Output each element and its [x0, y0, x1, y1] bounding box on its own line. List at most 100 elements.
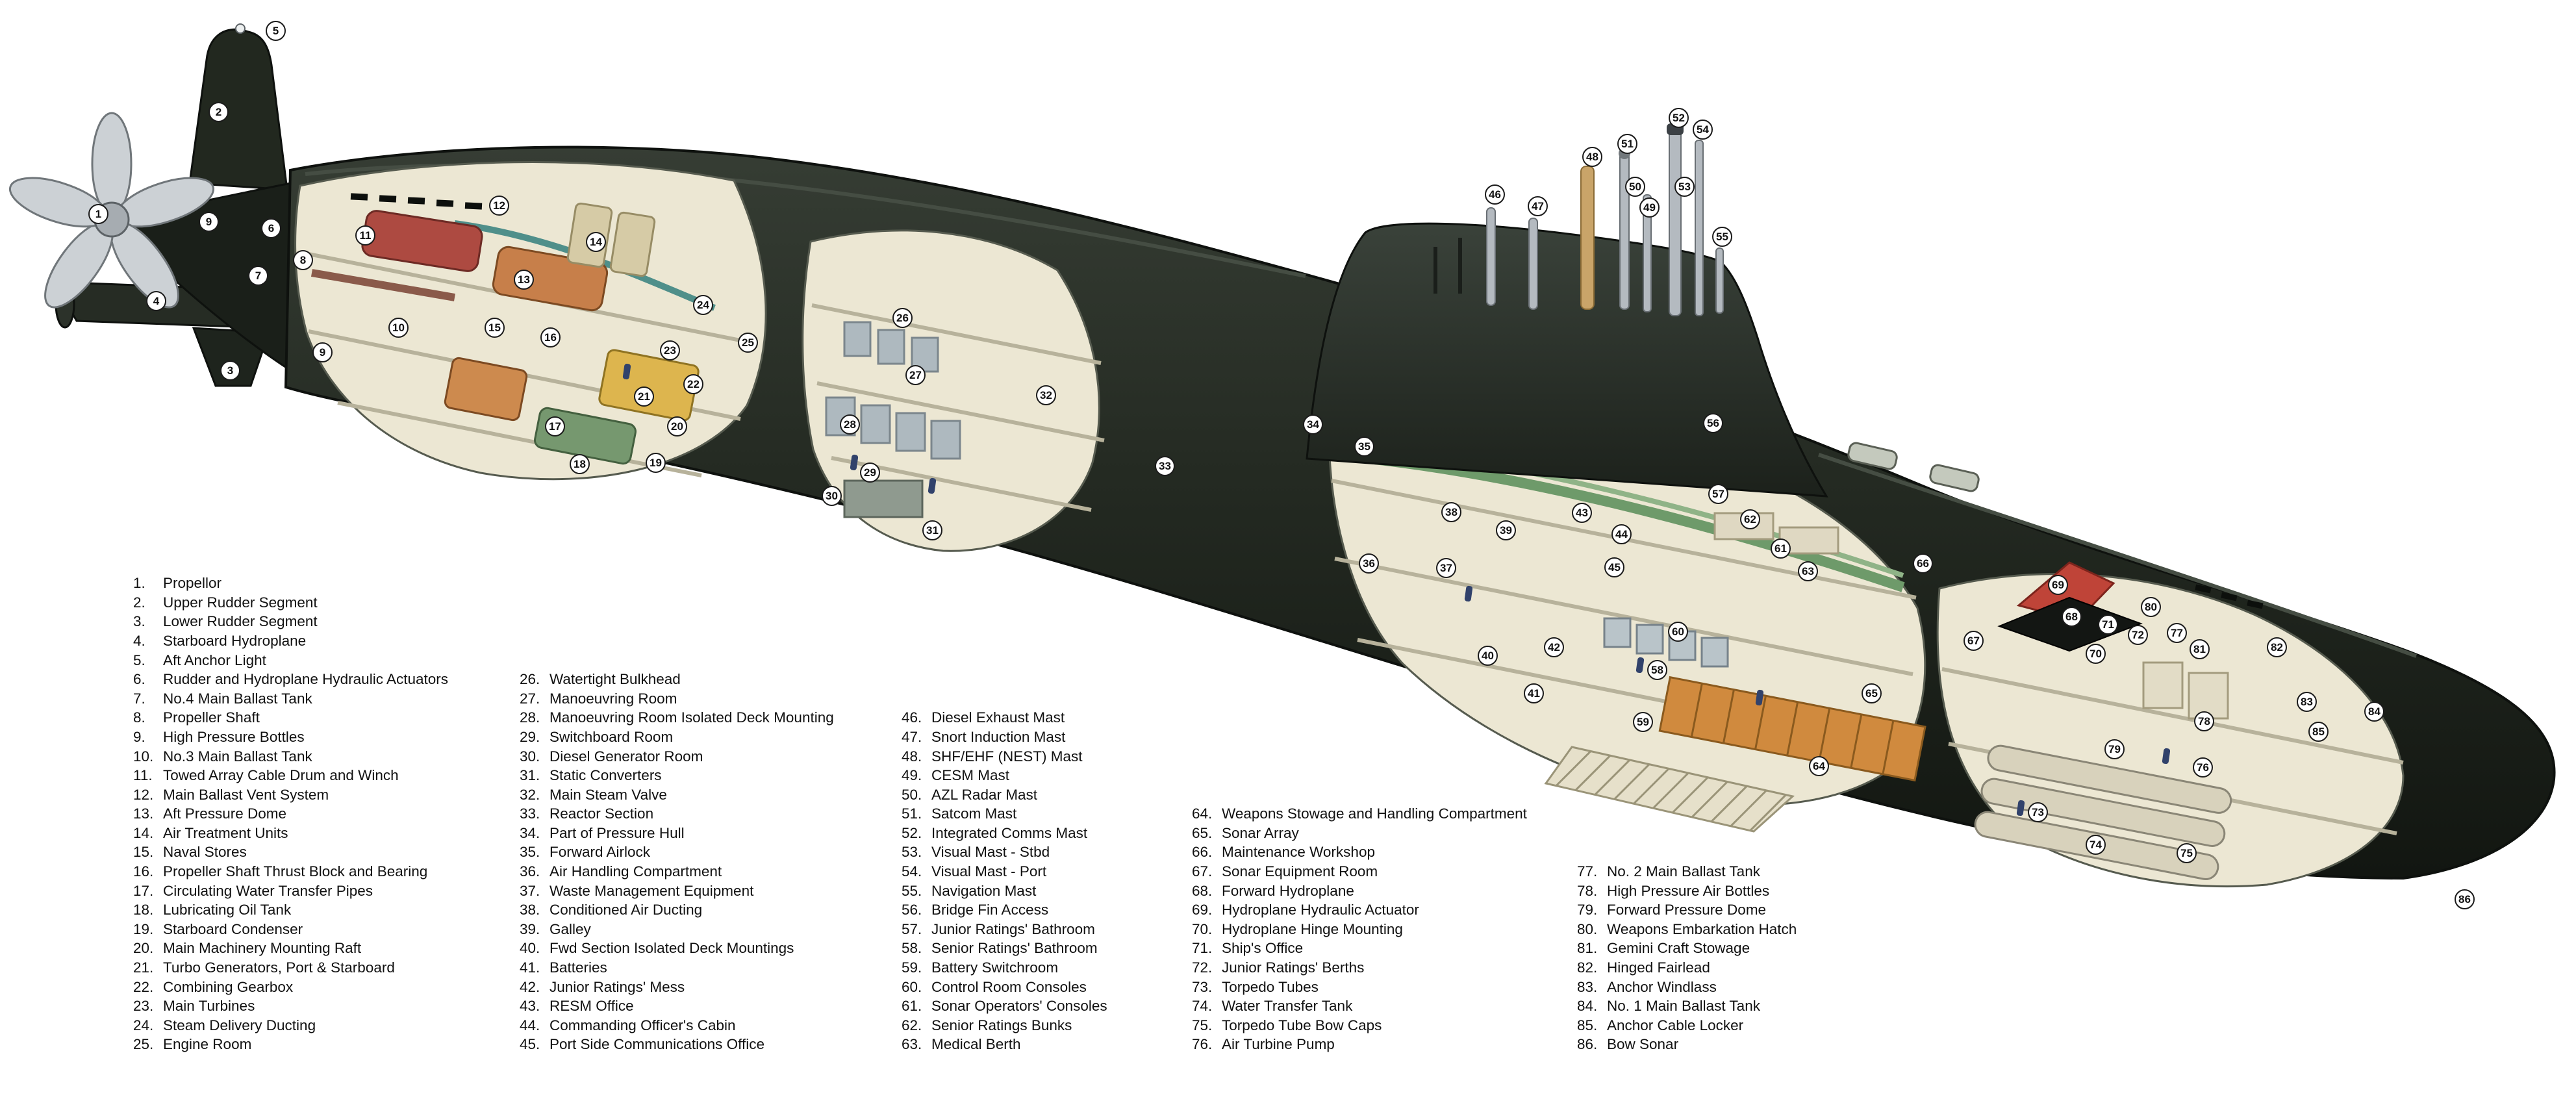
- legend-item-label: Turbo Generators, Port & Starboard: [163, 959, 395, 976]
- deck-hatches: [1847, 442, 1980, 492]
- legend-item: 31.Static Converters: [520, 766, 834, 785]
- legend-item-number: 33.: [520, 805, 540, 822]
- legend-item-label: Sonar Equipment Room: [1222, 863, 1378, 880]
- legend-item-number: 7.: [133, 690, 145, 707]
- legend-item: 72.Junior Ratings' Berths: [1192, 958, 1527, 978]
- legend-item-number: 53.: [902, 844, 922, 861]
- legend-item: 32.Main Steam Valve: [520, 785, 834, 805]
- legend-item-number: 28.: [520, 709, 540, 726]
- legend-item-number: 45.: [520, 1036, 540, 1053]
- legend-item-number: 55.: [902, 882, 922, 899]
- legend-item-number: 12.: [133, 786, 154, 803]
- azl-radar-mast: [1643, 194, 1652, 312]
- legend-item: 56.Bridge Fin Access: [902, 900, 1107, 920]
- legend-item-label: Main Steam Valve: [549, 786, 667, 803]
- crew-figures: [622, 363, 2171, 816]
- legend-item: 52.Integrated Comms Mast: [902, 824, 1107, 843]
- legend-item: 70.Hydroplane Hinge Mounting: [1192, 920, 1527, 939]
- satcom-mast: [1619, 153, 1630, 310]
- legend-item-label: Navigation Mast: [931, 882, 1037, 899]
- legend-item-label: Satcom Mast: [931, 805, 1017, 822]
- legend-item-label: Visual Mast - Stbd: [931, 844, 1050, 861]
- legend-item-number: 14.: [133, 824, 154, 841]
- legend-item-number: 67.: [1192, 863, 1213, 880]
- legend-item-number: 63.: [902, 1036, 922, 1053]
- legend-item: 69.Hydroplane Hydraulic Actuator: [1192, 900, 1527, 920]
- legend-item: 75.Torpedo Tube Bow Caps: [1192, 1016, 1527, 1035]
- diesel-exhaust-mast: [1486, 207, 1496, 306]
- legend-item-label: Junior Ratings' Berths: [1222, 959, 1365, 976]
- legend-item-number: 82.: [1577, 959, 1598, 976]
- legend-item-number: 9.: [133, 728, 145, 745]
- legend-item: 4.Starboard Hydroplane: [133, 631, 448, 651]
- legend-item-number: 34.: [520, 824, 540, 841]
- legend-item-label: Ship's Office: [1222, 940, 1304, 957]
- navigation-mast: [1715, 247, 1724, 314]
- legend-item-number: 4.: [133, 632, 145, 649]
- legend-item-number: 68.: [1192, 882, 1213, 899]
- legend-item: 67. Sonar Equipment Room: [1192, 862, 1527, 881]
- legend-item-label: SHF/EHF (NEST) Mast: [931, 748, 1083, 765]
- legend-item-number: 17.: [133, 882, 154, 899]
- legend-item-label: Senior Ratings' Bathroom: [931, 940, 1098, 957]
- legend-item-label: AZL Radar Mast: [931, 786, 1037, 803]
- legend-item-number: 44.: [520, 1017, 540, 1033]
- legend-item-label: Forward Airlock: [549, 844, 651, 861]
- legend-item: 81.Gemini Craft Stowage: [1577, 939, 1797, 958]
- legend-item-number: 50.: [902, 786, 922, 803]
- legend-item-label: Lubricating Oil Tank: [163, 902, 292, 918]
- legend-item-label: Watertight Bulkhead: [549, 671, 681, 688]
- legend-item-number: 83.: [1577, 978, 1598, 995]
- legend-item: 19.Starboard Condenser: [133, 920, 448, 939]
- legend-item-label: Aft Pressure Dome: [163, 805, 287, 822]
- legend-item-number: 47.: [902, 728, 922, 745]
- legend-item-number: 52.: [902, 824, 922, 841]
- legend-item: 39.Galley: [520, 920, 834, 939]
- legend-item-label: Forward Hydroplane: [1222, 882, 1354, 899]
- legend-item-number: 22.: [133, 978, 154, 995]
- legend-item: 84.No. 1 Main Ballast Tank: [1577, 996, 1797, 1016]
- legend-item-number: 49.: [902, 767, 922, 784]
- legend-item-number: 57.: [902, 920, 922, 937]
- legend-item-number: 10.: [133, 748, 154, 765]
- snort-induction-mast: [1528, 218, 1538, 310]
- legend-item-number: 40.: [520, 940, 540, 957]
- legend-item-number: 1.: [133, 575, 145, 592]
- legend-item-number: 8.: [133, 709, 145, 726]
- legend-item: 79.Forward Pressure Dome: [1577, 900, 1797, 920]
- legend-item-label: Gemini Craft Stowage: [1607, 940, 1750, 957]
- legend-item-number: 27.: [520, 690, 540, 707]
- legend-item-number: 37.: [520, 882, 540, 899]
- legend-item-label: Weapons Stowage and Handling Compartment: [1222, 805, 1527, 822]
- legend-item-label: Propellor: [163, 575, 222, 592]
- legend-item: 14.Air Treatment Units: [133, 824, 448, 843]
- legend-item-label: Main Ballast Vent System: [163, 786, 329, 803]
- legend-item: 10.No.3 Main Ballast Tank: [133, 747, 448, 766]
- legend-item: 50. AZL Radar Mast: [902, 785, 1107, 805]
- legend-item: 42.Junior Ratings' Mess: [520, 978, 834, 997]
- legend-item: 48.SHF/EHF (NEST) Mast: [902, 747, 1107, 766]
- legend-item: 28.Manoeuvring Room Isolated Deck Mounti…: [520, 708, 834, 728]
- legend-item-label: Propeller Shaft: [163, 709, 260, 726]
- legend-item: 5.Aft Anchor Light: [133, 651, 448, 670]
- legend-item-label: Static Converters: [549, 767, 662, 784]
- legend-item-number: 3.: [133, 613, 145, 630]
- legend-item: 59.Battery Switchroom: [902, 958, 1107, 978]
- legend-item-number: 71.: [1192, 940, 1213, 957]
- legend-item-number: 85.: [1577, 1017, 1598, 1033]
- sail-fin: [1306, 222, 1828, 498]
- legend-item-number: 38.: [520, 902, 540, 918]
- legend-item-label: Torpedo Tube Bow Caps: [1222, 1017, 1382, 1033]
- visual-mast-port: [1695, 140, 1704, 316]
- legend-item-number: 13.: [133, 805, 154, 822]
- legend-item-number: 51.: [902, 805, 922, 822]
- legend-item: 63.Medical Berth: [902, 1035, 1107, 1054]
- legend-item-number: 29.: [520, 728, 540, 745]
- legend-item-label: Towed Array Cable Drum and Winch: [163, 767, 399, 784]
- cutaway-engine-room: [294, 161, 767, 481]
- legend-item: 23.Main Turbines: [133, 996, 448, 1016]
- legend-item-label: Commanding Officer's Cabin: [549, 1017, 736, 1033]
- legend-item: 77.No. 2 Main Ballast Tank: [1577, 862, 1797, 881]
